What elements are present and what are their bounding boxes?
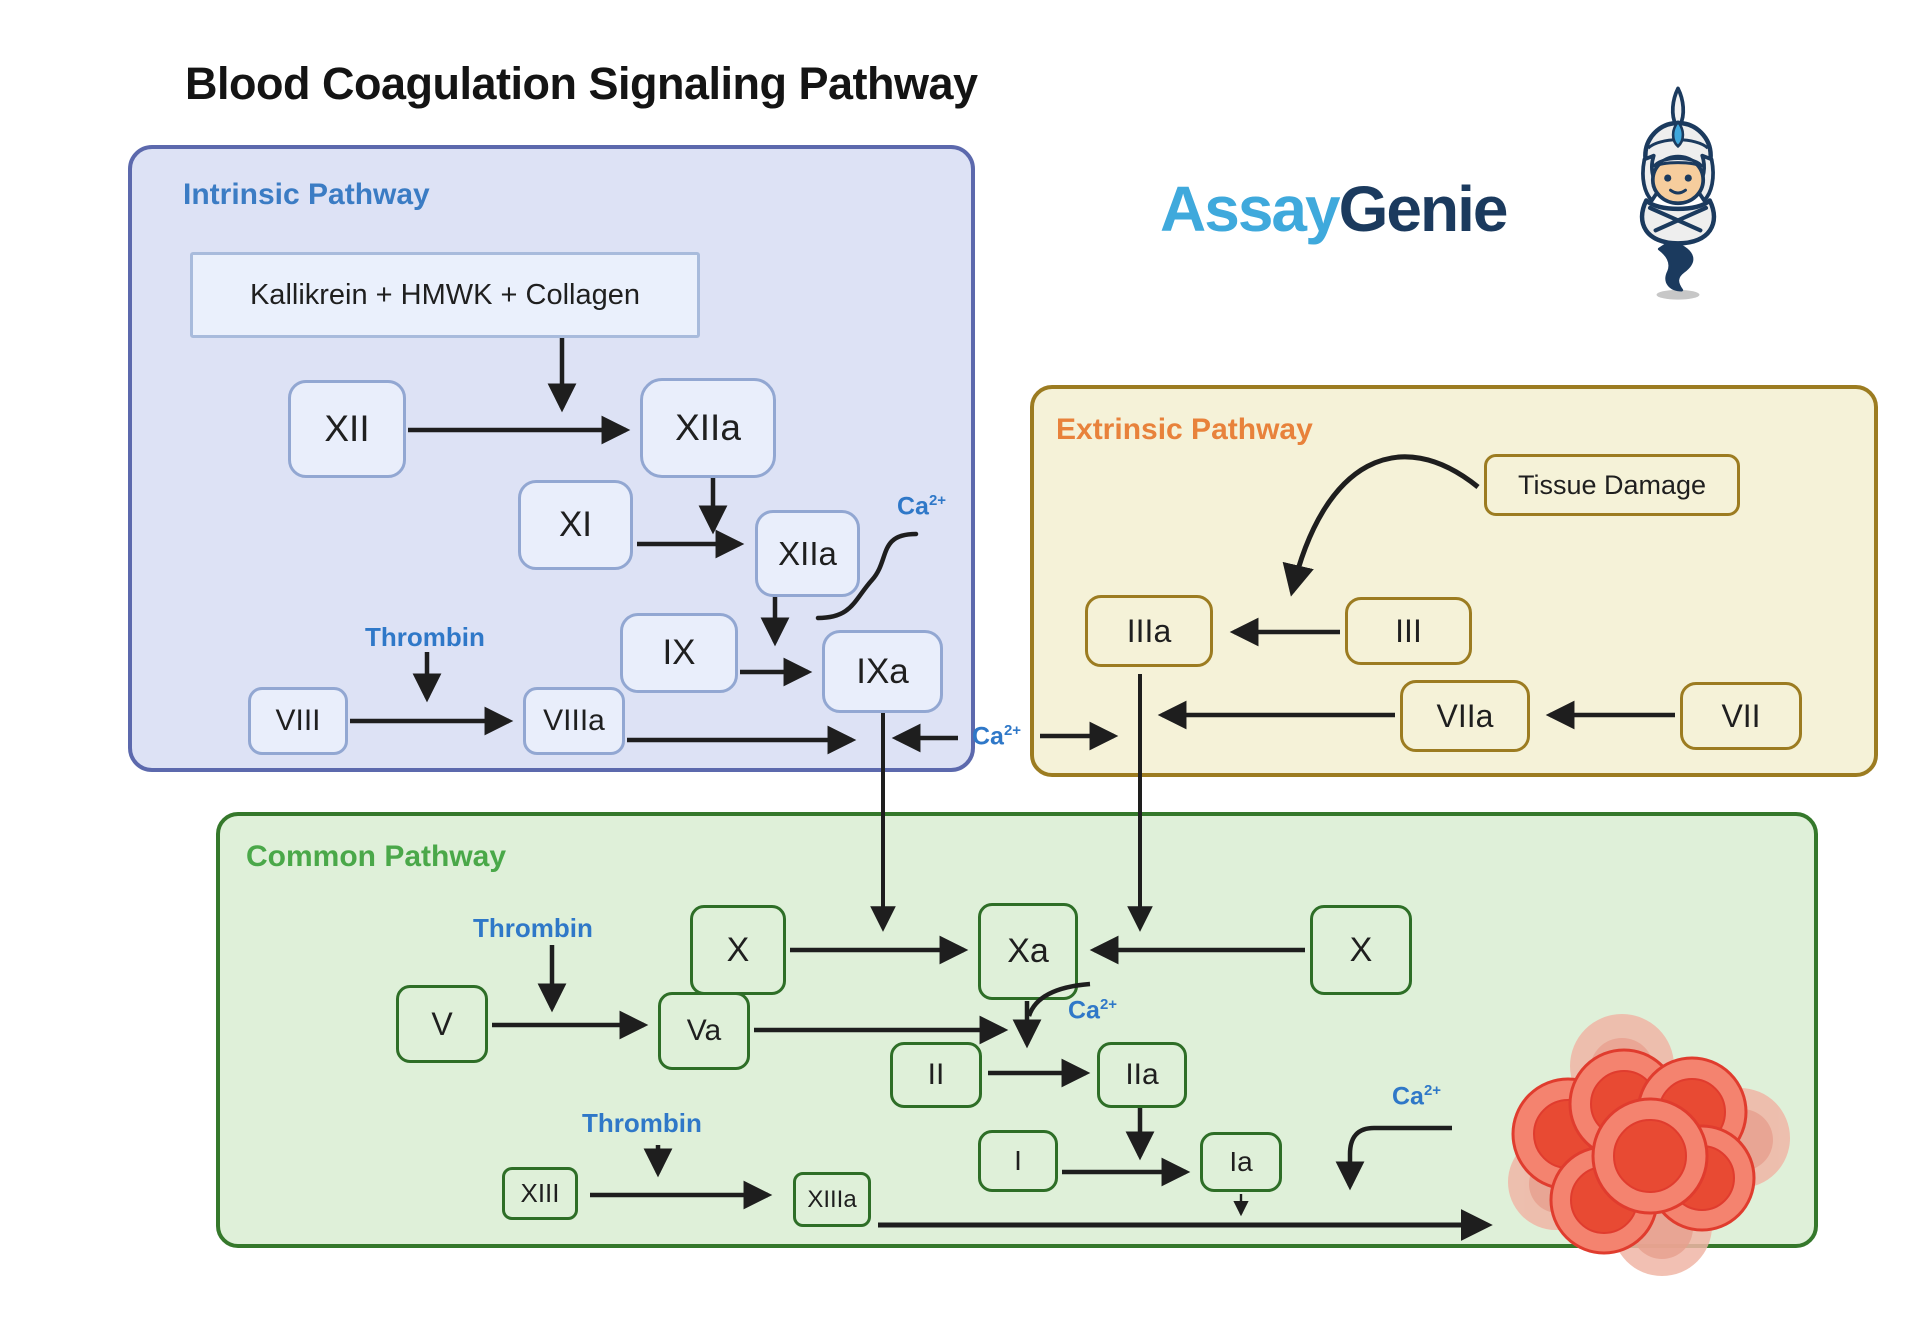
node-factor-xiia-1: XIIa	[640, 378, 776, 478]
calcium-label-clot: Ca2+	[1392, 1082, 1442, 1111]
node-factor-x-right: X	[1310, 905, 1412, 995]
intrinsic-pathway-title: Intrinsic Pathway	[183, 178, 430, 211]
calcium-label-junction: Ca2+	[972, 722, 1022, 751]
node-factor-ia: Ia	[1200, 1132, 1282, 1192]
thrombin-label-common-1: Thrombin	[473, 913, 593, 943]
node-factor-v: V	[396, 985, 488, 1063]
node-factor-iii: III	[1345, 597, 1472, 665]
genie-mascot-icon	[1639, 86, 1717, 300]
node-factor-iia: IIa	[1097, 1042, 1187, 1108]
logo-genie-text: Genie	[1338, 173, 1509, 245]
common-pathway-title: Common Pathway	[246, 840, 507, 873]
node-factor-ix: IX	[620, 613, 738, 693]
node-factor-xiiia: XIIIa	[793, 1172, 871, 1227]
extrinsic-pathway-title: Extrinsic Pathway	[1056, 413, 1313, 446]
node-factor-xiii: XIII	[502, 1167, 578, 1220]
node-kallikrein-hmwk-collagen: Kallikrein + HMWK + Collagen	[190, 252, 700, 338]
node-factor-iiia: IIIa	[1085, 595, 1213, 667]
assaygenie-logo: AssayGenie	[1160, 172, 1509, 246]
logo-assay-text: Assay	[1160, 173, 1341, 245]
node-factor-xiia-2: XIIa	[755, 510, 860, 597]
node-factor-ixa: IXa	[822, 630, 943, 713]
node-factor-x-left: X	[690, 905, 786, 995]
node-factor-vii: VII	[1680, 682, 1802, 750]
node-factor-va: Va	[658, 992, 750, 1070]
page-title: Blood Coagulation Signaling Pathway	[185, 58, 978, 109]
node-tissue-damage: Tissue Damage	[1484, 454, 1740, 516]
calcium-label-xa: Ca2+	[1068, 996, 1118, 1025]
thrombin-label-common-2: Thrombin	[582, 1108, 702, 1138]
node-factor-viii: VIII	[248, 687, 348, 755]
node-factor-xii: XII	[288, 380, 406, 478]
node-factor-viiia: VIIIa	[523, 687, 625, 755]
node-factor-xi: XI	[518, 480, 633, 570]
node-factor-xa: Xa	[978, 903, 1078, 1000]
node-factor-viia: VIIa	[1400, 680, 1530, 752]
node-factor-ii: II	[890, 1042, 982, 1108]
calcium-label-intrinsic: Ca2+	[897, 492, 947, 521]
thrombin-label-intrinsic: Thrombin	[365, 622, 485, 652]
node-factor-i: I	[978, 1130, 1058, 1192]
